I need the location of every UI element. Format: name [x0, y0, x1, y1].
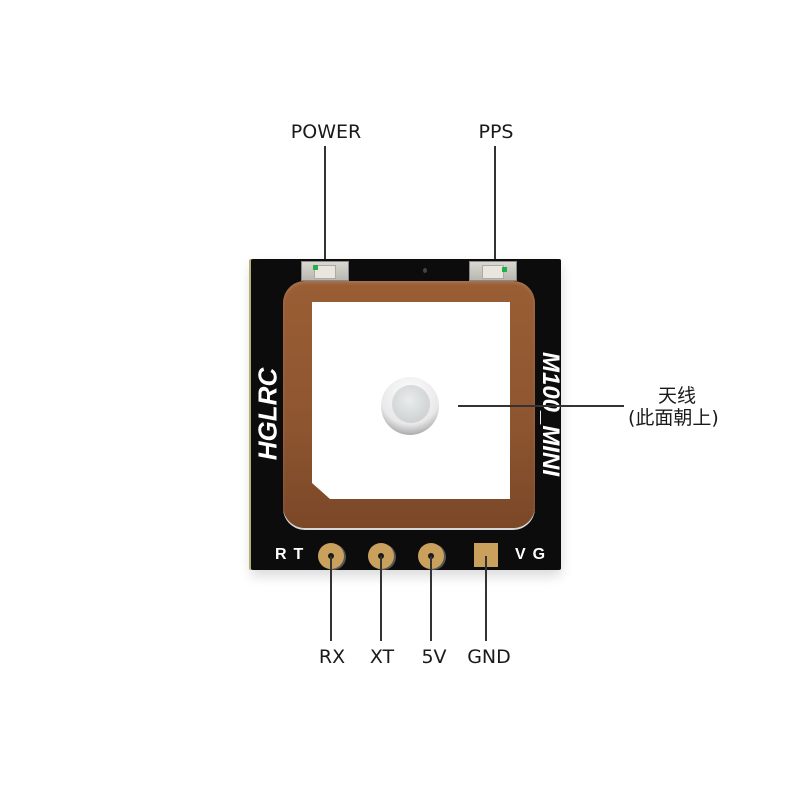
pps-callout-line [494, 146, 496, 268]
rx-label: RX [318, 646, 346, 668]
antenna-feed-center [392, 385, 430, 423]
led-indicator-icon [502, 267, 507, 272]
antenna-label-note: (此面朝上) [628, 406, 719, 429]
brand-silkscreen: HGLRC [252, 367, 283, 461]
tx-callout-line [380, 556, 382, 641]
rx-callout-line [330, 556, 332, 641]
model-silkscreen: M100_MINI [537, 351, 564, 477]
5v-label: 5V [421, 646, 447, 668]
mounting-via [423, 268, 427, 273]
led-indicator-icon [313, 265, 318, 270]
pps-led-label: PPS [478, 121, 514, 143]
antenna-label: 天线 (此面朝上) [628, 385, 719, 430]
antenna-callout-line [458, 405, 624, 407]
gnd-label: GND [467, 646, 511, 668]
power-led-label: POWER [290, 121, 362, 143]
antenna-label-title: 天线 [658, 385, 697, 407]
tx-label: XT [369, 646, 395, 668]
power-led [301, 261, 349, 281]
led-chip [482, 265, 504, 279]
pps-led [469, 261, 517, 281]
5v-callout-line [430, 556, 432, 641]
gnd-callout-line [485, 556, 487, 641]
power-callout-line [324, 146, 326, 268]
led-chip [314, 265, 336, 279]
pin-silk-right: VG [515, 546, 553, 563]
pin-silk-left: RT [275, 546, 311, 563]
